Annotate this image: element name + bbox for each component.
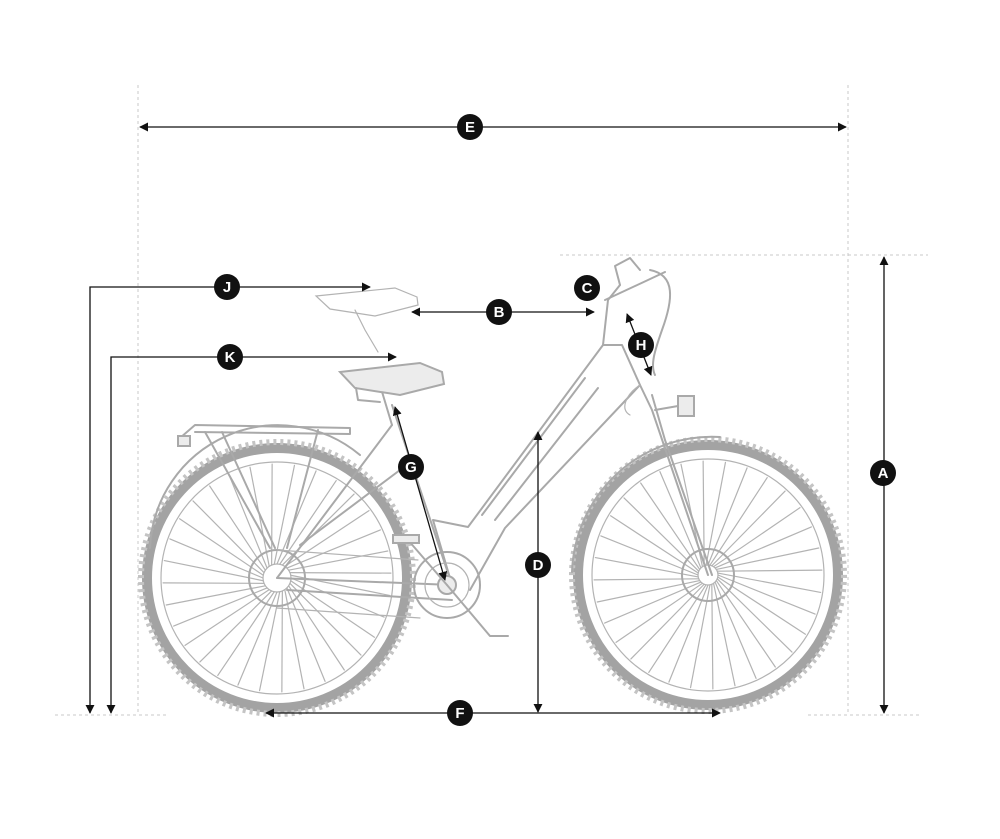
badge-j-label: J — [223, 279, 231, 296]
badge-f-label: F — [455, 705, 464, 722]
badge-b: B — [486, 299, 512, 325]
badge-g: G — [398, 454, 424, 480]
badge-e: E — [457, 114, 483, 140]
badge-d-label: D — [533, 557, 544, 574]
badge-a-label: A — [878, 465, 889, 482]
dim-line-g — [392, 406, 448, 581]
badge-k: K — [217, 344, 243, 370]
badge-b-label: B — [494, 304, 505, 321]
badge-h: H — [628, 332, 654, 358]
badge-k-label: K — [225, 349, 236, 366]
badge-e-label: E — [465, 119, 475, 136]
badge-j: J — [214, 274, 240, 300]
badge-d: D — [525, 552, 551, 578]
bicycle-illustration — [138, 257, 847, 717]
label-badges: E A F D B C H G J K — [214, 114, 896, 726]
badge-a: A — [870, 460, 896, 486]
badge-c: C — [574, 275, 600, 301]
badge-g-label: G — [405, 459, 417, 476]
dim-line-k — [106, 352, 397, 714]
dimension-lines — [85, 122, 889, 718]
badge-h-label: H — [636, 337, 647, 354]
dim-line-j — [85, 282, 371, 714]
badge-f: F — [447, 700, 473, 726]
badge-c-label: C — [582, 280, 593, 297]
front-wheel — [569, 436, 847, 714]
